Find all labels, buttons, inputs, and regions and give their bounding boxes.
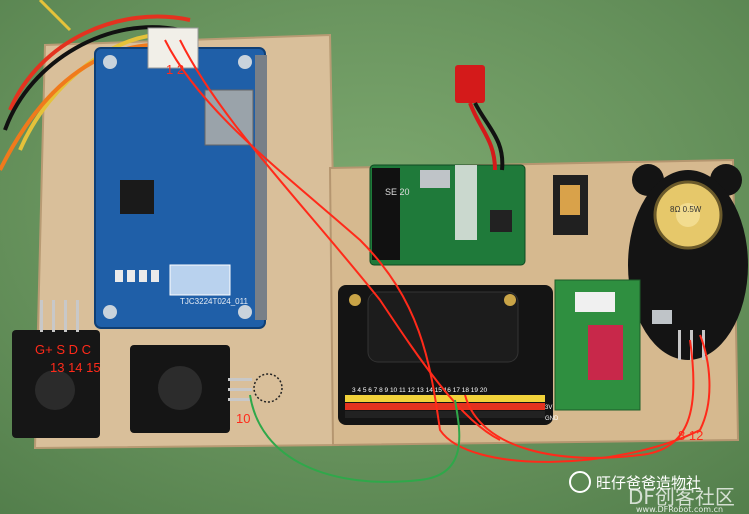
power-module-text: SE 20 [385,187,410,197]
gold-pad [504,294,516,306]
slide-switch-knob [560,185,580,215]
usb-port [420,170,450,188]
encoder-pins [228,378,252,401]
joystick-pins [40,300,79,332]
lcd-pin-label: 1 2 [166,62,184,77]
speaker-center [676,203,700,227]
header-pins [345,395,545,418]
joystick-pin-numbers: 13 14 15 [50,360,101,375]
wire-red-top [8,14,191,111]
zip-tie [455,165,477,240]
annotation-wire-speaker [464,339,695,459]
lcd-connector [147,27,199,69]
encoder-pin-marker [253,373,283,403]
lcd-model-text: TJC3224T024_011 [180,297,248,306]
encoder-pin-label: 10 [236,411,250,426]
wechat-icon [569,471,591,493]
watermark-logo: DF创客社区 [628,485,735,509]
jst-black-wire [473,102,505,171]
lcd-chip [120,180,154,214]
battery-holder [372,168,400,260]
joystick-pin-label: G+ S D C [35,342,91,357]
speaker-text: 8Ω 0.5W [670,205,702,214]
annotation-wire-encoder [249,394,461,483]
gold-pad [349,294,361,306]
perfboard-connector [575,292,615,312]
wire-yellow-edge [38,0,72,32]
microbit-slot [367,291,519,363]
header-number-row: 3 4 5 6 7 8 9 10 11 12 13 14 15 16 17 18… [352,387,487,394]
watermark-channel: 旺仔爸爸造物社 [596,474,701,492]
lcd-hole [238,55,252,69]
watermark-site: www.DFRobot.com.cn [636,505,723,514]
wire-black-top [3,25,181,131]
inductor [490,210,512,232]
lcd-pads [115,270,159,282]
joystick-knob-base [35,370,75,410]
red-jst-plug [455,65,485,103]
power-module [369,164,526,266]
lcd-label-sticker [169,264,231,296]
lcd-side-header [255,55,267,320]
lcd-hole [103,305,117,319]
lcd-hole [103,55,117,69]
annotation-wire-lcd [164,39,711,463]
jst-red-wire [468,102,497,171]
header-gnd-label: GND [545,416,559,422]
amplifier-module [588,325,623,380]
encoder-knob [158,366,202,410]
speaker-usb [652,310,672,324]
lcd-hole [238,305,252,319]
header-3v-label: 3V [545,405,552,411]
